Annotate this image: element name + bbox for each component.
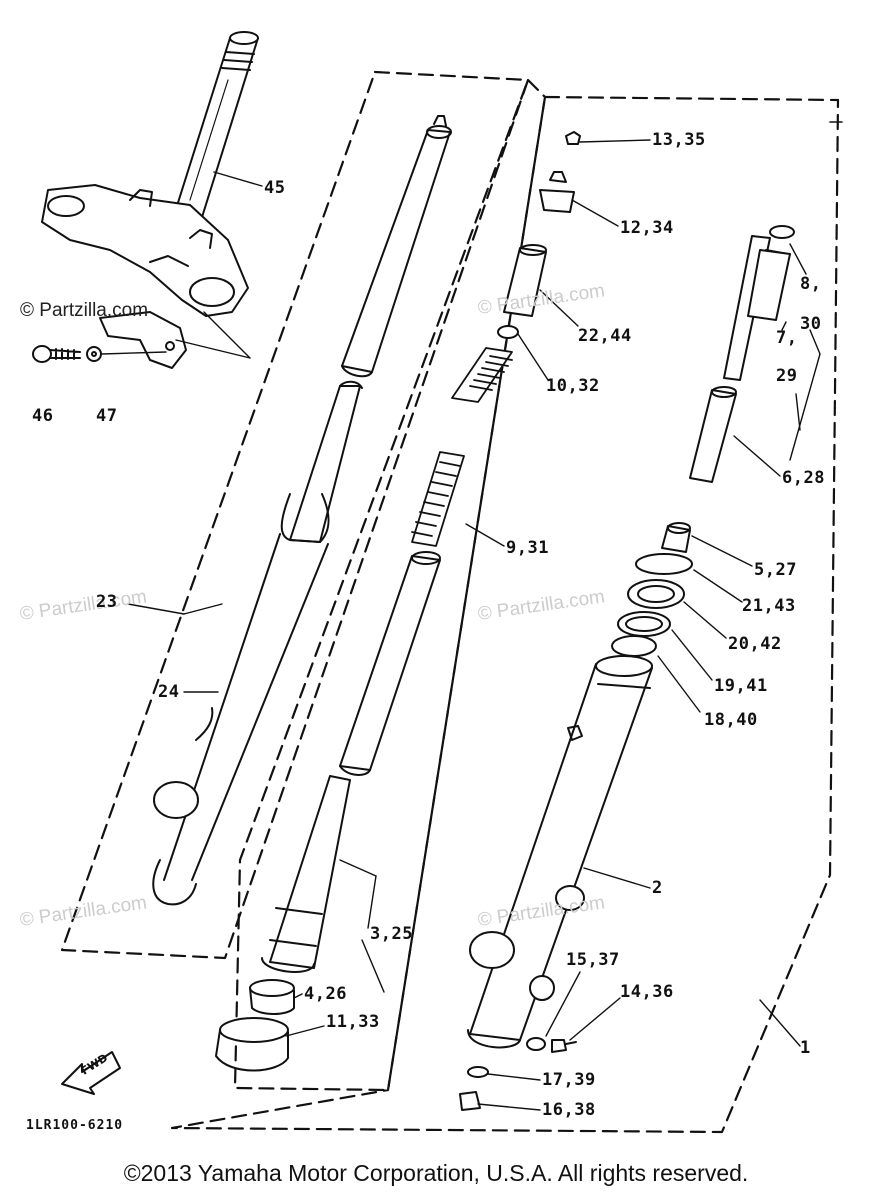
label-22-44: 22,44 — [578, 326, 632, 346]
label-20-42: 20,42 — [728, 634, 782, 654]
under-bracket-part — [41, 184, 249, 317]
oil-lock-piece-11-part — [215, 1017, 289, 1072]
label-47: 47 — [96, 406, 118, 426]
outer-tube-part — [152, 380, 363, 906]
fwd-arrow-icon — [61, 1051, 121, 1095]
label-16-38: 16,38 — [542, 1100, 596, 1120]
label-10-32: 10,32 — [546, 376, 600, 396]
bushing-4-part — [249, 979, 295, 1015]
label-3-25: 3,25 — [370, 924, 413, 944]
label-6-28: 6,28 — [782, 468, 825, 488]
washer-19-inner — [625, 616, 663, 632]
label-5-27: 5,27 — [754, 560, 797, 580]
label-2: 2 — [652, 878, 663, 898]
label-19-41: 19,41 — [714, 676, 768, 696]
label-45: 45 — [264, 178, 286, 198]
diagram-drawing — [32, 31, 843, 1134]
label-24: 24 — [158, 682, 180, 702]
label-15-37: 15,37 — [566, 950, 620, 970]
copyright-footer: ©2013 Yamaha Motor Corporation, U.S.A. A… — [123, 1160, 749, 1186]
label-23: 23 — [96, 592, 118, 612]
label-46: 46 — [32, 406, 54, 426]
bolt-14-part — [551, 1039, 577, 1053]
air-valve-13-part — [565, 131, 581, 145]
label-13-35: 13,35 — [652, 130, 706, 150]
label-9-31: 9,31 — [506, 538, 549, 558]
lower-outer-tube-part — [467, 655, 653, 1049]
bolt-16-part — [459, 1091, 481, 1111]
oil-seal-20-part — [627, 579, 685, 609]
washer-17-part — [467, 1066, 489, 1078]
outline-fork-assembly — [170, 95, 840, 1134]
slide-metal-18-part — [611, 635, 657, 657]
damper-spring-part — [411, 451, 465, 547]
fork-spring-part — [451, 347, 513, 403]
diagram-code: 1LR100-6210 — [26, 1118, 124, 1133]
washer-15-part — [526, 1037, 546, 1051]
spring-seat-10-part — [497, 325, 519, 339]
watermark-primary: © Partzilla.com — [20, 300, 149, 321]
cable-guide-part — [99, 311, 187, 369]
label-29: 29 — [776, 366, 798, 386]
label-4-26: 4,26 — [304, 984, 347, 1004]
bolt-46-part — [32, 345, 81, 363]
label-7: 7, — [776, 328, 798, 348]
outline-inner-tube-group — [233, 78, 547, 1092]
label-30: 30 — [800, 314, 822, 334]
leader-lines — [127, 139, 821, 1111]
washer-47-part — [86, 346, 102, 362]
label-14-36: 14,36 — [620, 982, 674, 1002]
label-17-39: 17,39 — [542, 1070, 596, 1090]
collar-22-part — [503, 244, 547, 317]
steering-stem-part — [169, 31, 259, 231]
label-18-40: 18,40 — [704, 710, 758, 730]
cap-bolt-12-part — [539, 171, 575, 213]
dust-seal-5-part — [661, 522, 691, 553]
label-12-34: 12,34 — [620, 218, 674, 238]
label-8: 8, — [800, 274, 822, 294]
washer-19-part — [617, 611, 671, 637]
inner-tube-part — [261, 115, 452, 973]
outline-outer-tube-group — [60, 70, 530, 960]
circlip-21-part — [635, 553, 693, 575]
label-1: 1 — [800, 1038, 811, 1058]
damper-rod-part — [689, 225, 795, 483]
label-21-43: 21,43 — [742, 596, 796, 616]
label-11-33: 11,33 — [326, 1012, 380, 1032]
